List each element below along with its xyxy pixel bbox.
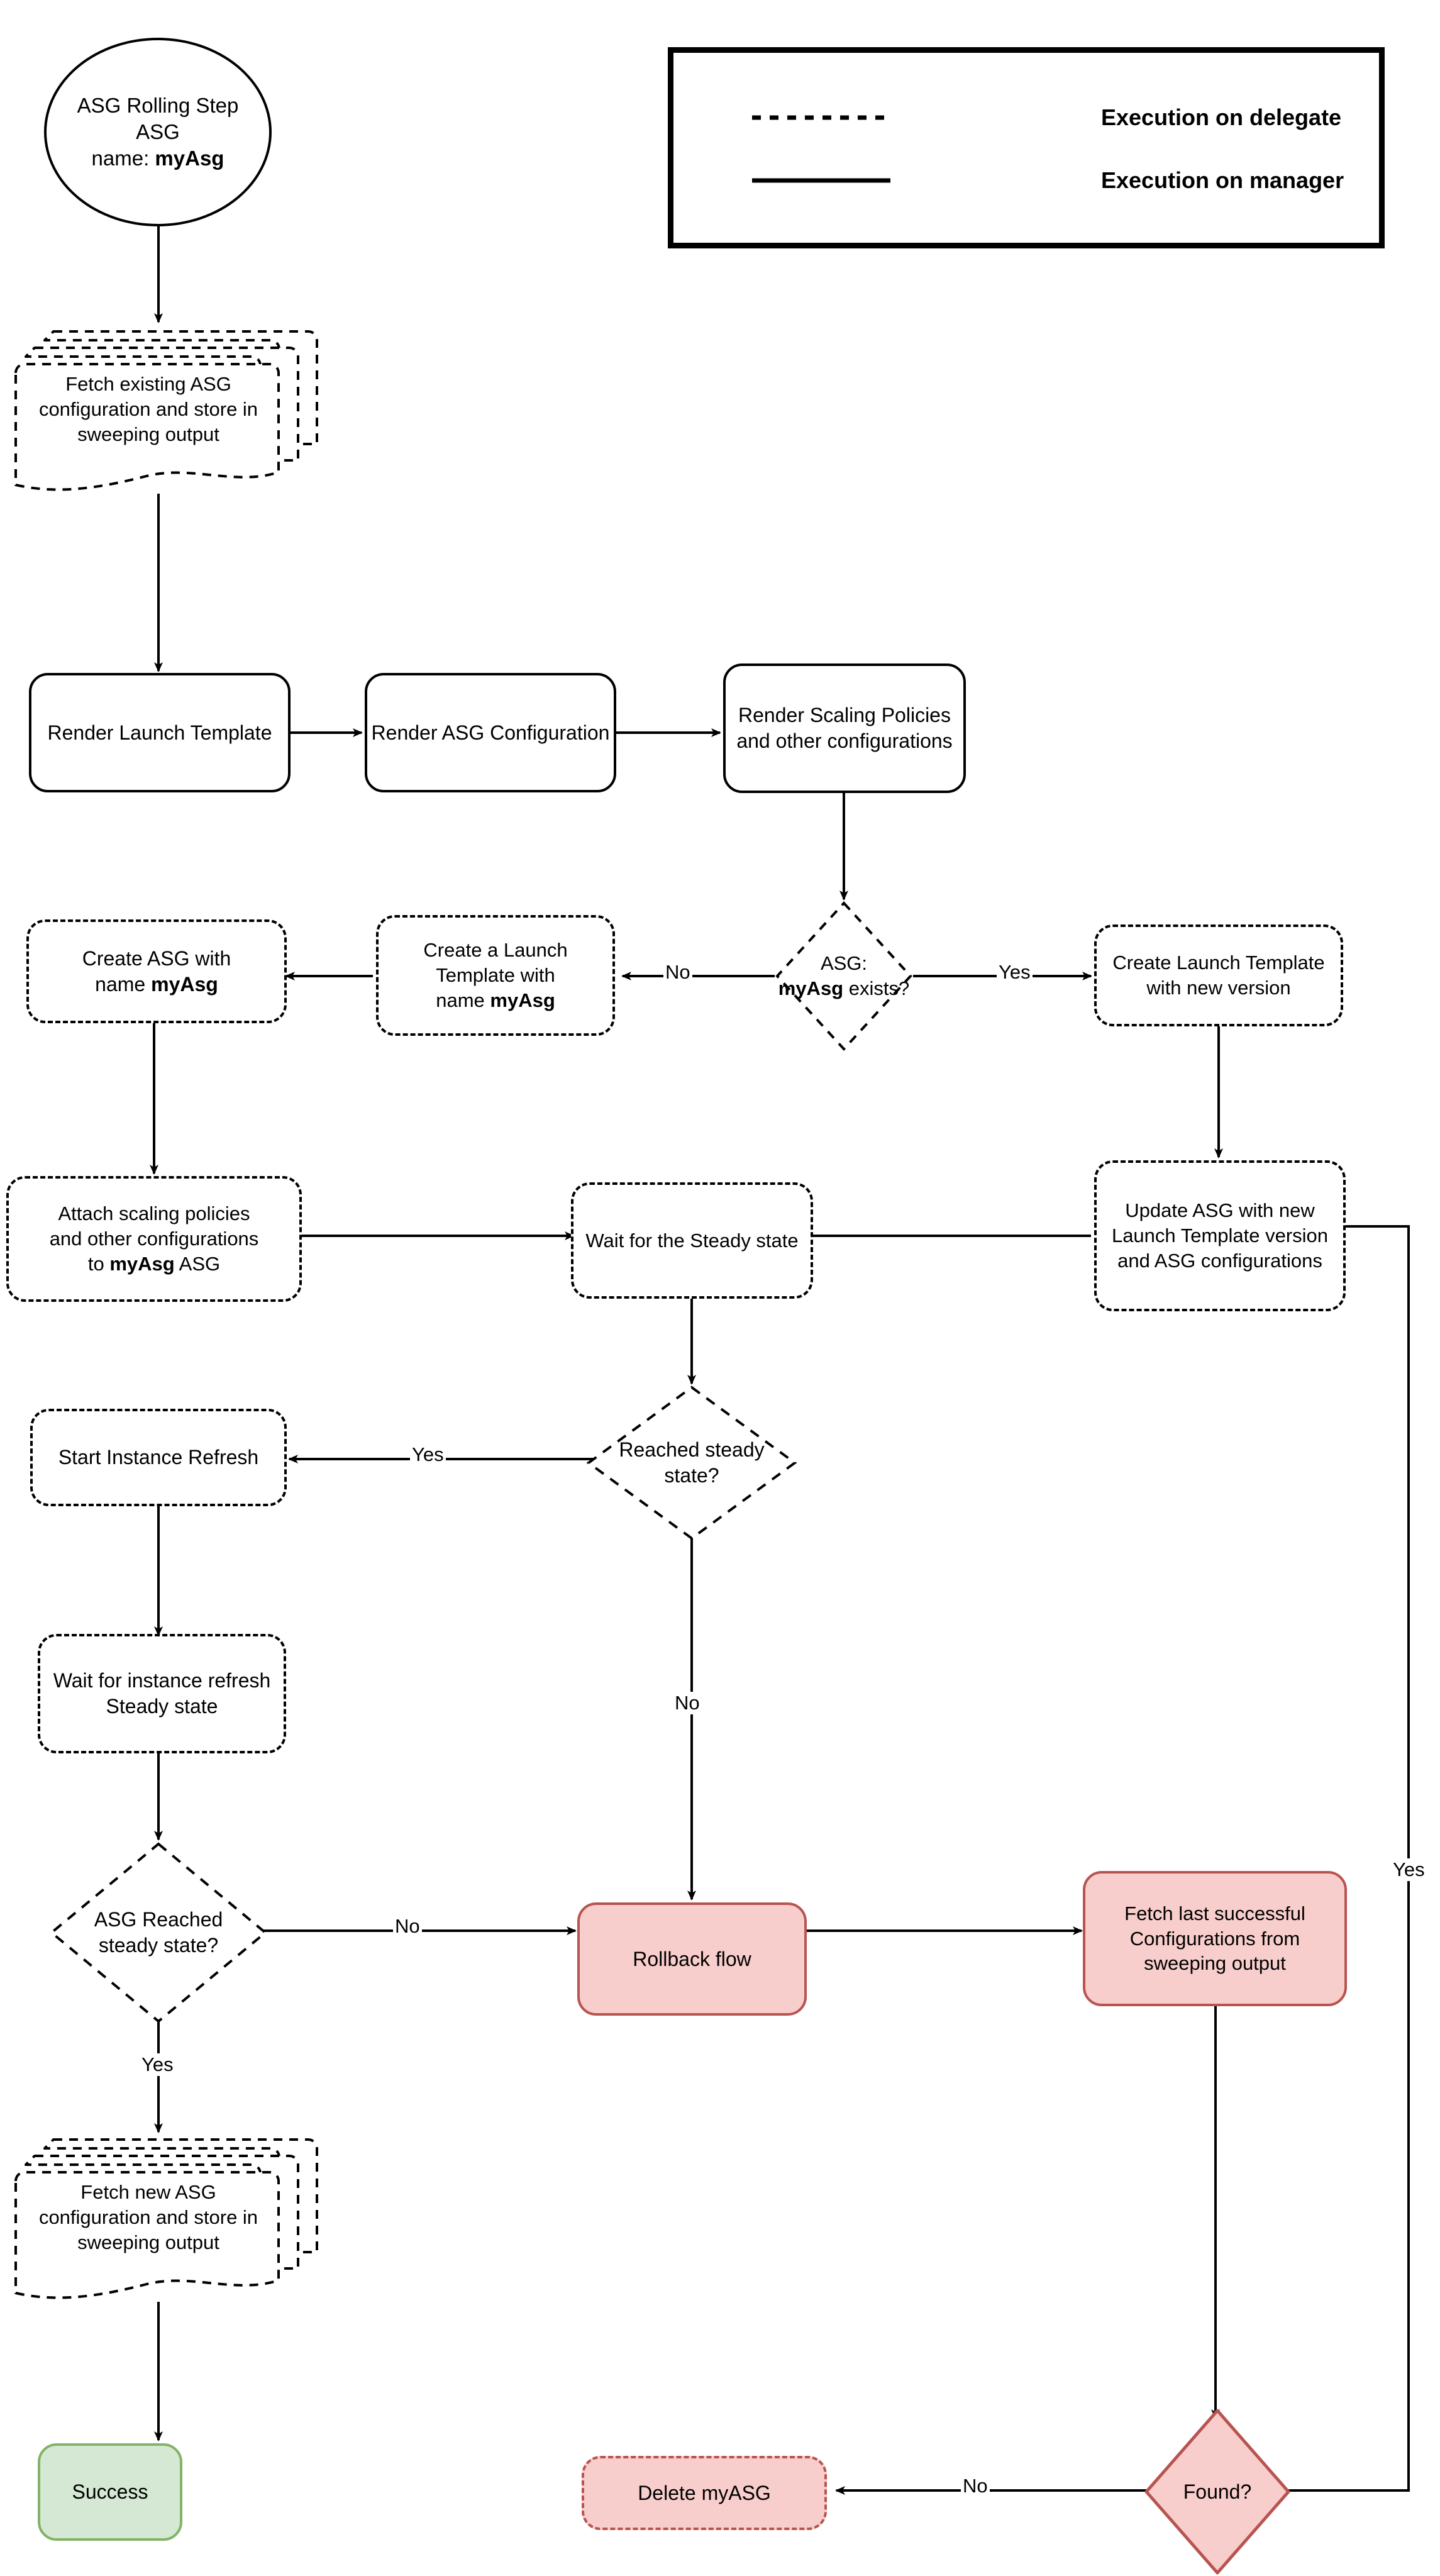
diamond-shape <box>586 1385 797 1540</box>
asg-exists-l2-bold: myAsg <box>778 977 844 999</box>
node-wait-steady-state-label: Wait for the Steady state <box>585 1229 799 1252</box>
node-create-launch-template-new-version[interactable]: Create Launch Template with new version <box>1094 924 1343 1026</box>
node-start[interactable]: ASG Rolling Step ASG name: myAsg <box>44 38 272 226</box>
attach-l3-suffix: ASG <box>174 1252 221 1275</box>
node-create-launch-template-new-version-label: Create Launch Template with new version <box>1112 952 1325 999</box>
node-create-launch-template[interactable]: Create a Launch Template with name myAsg <box>376 915 615 1036</box>
node-create-launch-template-label: Create a Launch Template with name myAsg <box>379 938 612 1013</box>
node-create-asg[interactable]: Create ASG with name myAsg <box>26 919 287 1023</box>
node-reached-steady-decision-label: Reached steady state? <box>619 1438 765 1487</box>
attach-l2: and other configurations <box>49 1228 259 1250</box>
multi-document-shape <box>14 2138 318 2299</box>
node-rollback-flow[interactable]: Rollback flow <box>577 1902 807 2016</box>
node-render-scaling-policies[interactable]: Render Scaling Policies and other config… <box>723 663 966 793</box>
edge-label-reached-steady-no: No <box>673 1692 702 1714</box>
node-delete-myasg[interactable]: Delete myASG <box>582 2456 827 2530</box>
create-asg-l2-prefix: name <box>95 972 152 996</box>
node-wait-instance-refresh[interactable]: Wait for instance refresh Steady state <box>38 1634 286 1753</box>
node-success[interactable]: Success <box>38 2443 182 2541</box>
node-asg-exists-decision-label: ASG: myAsg exists? <box>775 901 913 1052</box>
node-asg-reached-steady-decision-label: ASG Reached steady state? <box>94 1908 223 1957</box>
node-fetch-new-asg[interactable]: Fetch new ASG configuration and store in… <box>6 2132 327 2305</box>
edge-label-asg-exists-no: No <box>663 961 692 984</box>
node-fetch-new-asg-label: Fetch new ASG configuration and store in… <box>38 2180 258 2254</box>
diamond-shape <box>1144 2409 1290 2575</box>
start-line3-prefix: name: <box>91 147 155 170</box>
multi-document-shape <box>14 330 318 491</box>
node-asg-reached-steady-decision[interactable]: ASG Reached steady state? <box>49 1841 268 2024</box>
node-found-decision[interactable]: Found? <box>1143 2407 1292 2576</box>
create-lt-l3-prefix: name <box>436 989 490 1011</box>
node-update-asg-label: Update ASG with new Launch Template vers… <box>1111 1199 1329 1272</box>
edge-label-found-no: No <box>961 2475 990 2497</box>
node-found-decision-label: Found? <box>1183 2480 1252 2503</box>
create-lt-l1: Create a Launch <box>423 939 568 962</box>
legend-row-manager: Execution on manager <box>749 166 1346 195</box>
start-line3-bold: myAsg <box>155 147 224 170</box>
legend-row-delegate: Execution on delegate <box>749 103 1346 132</box>
node-fetch-existing-label: Fetch existing ASG configuration and sto… <box>38 372 258 446</box>
node-rollback-flow-label: Rollback flow <box>633 1947 751 1970</box>
node-fetch-last-successful-label: Fetch last successful Configurations fro… <box>1124 1902 1305 1975</box>
node-render-launch-template-label: Render Launch Template <box>47 721 272 744</box>
node-attach-scaling-policies[interactable]: Attach scaling policies and other config… <box>6 1176 302 1302</box>
node-reached-steady-decision[interactable]: Reached steady state? <box>586 1385 797 1541</box>
legend-box: Execution on delegate Execution on manag… <box>668 47 1385 248</box>
create-lt-l3-bold: myAsg <box>490 989 555 1011</box>
attach-l1: Attach scaling policies <box>58 1202 250 1225</box>
start-line2: ASG <box>136 119 180 143</box>
node-create-asg-label: Create ASG with name myAsg <box>29 946 284 997</box>
create-asg-l2-bold: myAsg <box>151 972 218 996</box>
node-render-launch-template[interactable]: Render Launch Template <box>29 673 291 792</box>
node-asg-exists-decision[interactable]: ASG: myAsg exists? <box>775 901 913 1052</box>
legend-label-manager: Execution on manager <box>1101 167 1344 193</box>
edge-label-asg-exists-yes: Yes <box>997 961 1033 984</box>
node-start-instance-refresh[interactable]: Start Instance Refresh <box>30 1409 287 1506</box>
edge-label-found-yes: Yes <box>1391 1858 1427 1881</box>
legend-label-delegate: Execution on delegate <box>1101 104 1342 130</box>
dashed-line-sample <box>752 115 890 120</box>
edge-found-yes <box>1283 1222 1410 2492</box>
node-fetch-last-successful[interactable]: Fetch last successful Configurations fro… <box>1083 1871 1347 2006</box>
asg-exists-l1: ASG: <box>820 952 868 975</box>
attach-l3-bold: myAsg <box>109 1252 175 1275</box>
node-update-asg[interactable]: Update ASG with new Launch Template vers… <box>1094 1160 1346 1311</box>
node-wait-instance-refresh-label: Wait for instance refresh Steady state <box>53 1669 271 1718</box>
attach-l3-prefix: to <box>87 1252 110 1275</box>
node-success-label: Success <box>72 2480 148 2504</box>
node-fetch-existing[interactable]: Fetch existing ASG configuration and sto… <box>6 324 327 497</box>
create-asg-l1: Create ASG with <box>82 947 231 970</box>
asg-exists-l2-rest: exists? <box>843 977 910 999</box>
node-start-instance-refresh-label: Start Instance Refresh <box>58 1446 259 1469</box>
start-line1: ASG Rolling Step <box>77 93 239 117</box>
node-render-asg-config-label: Render ASG Configuration <box>371 721 610 744</box>
node-attach-scaling-policies-label: Attach scaling policies and other config… <box>9 1201 299 1276</box>
create-lt-l2: Template with <box>436 964 555 987</box>
node-render-scaling-policies-label: Render Scaling Policies and other config… <box>736 704 953 752</box>
solid-line-sample <box>752 178 890 183</box>
edge-label-asg-reached-no: No <box>393 1915 422 1938</box>
node-render-asg-config[interactable]: Render ASG Configuration <box>365 673 616 792</box>
node-start-label: ASG Rolling Step ASG name: myAsg <box>47 92 269 172</box>
node-delete-myasg-label: Delete myASG <box>638 2481 771 2504</box>
edge-label-reached-steady-yes: Yes <box>410 1443 446 1466</box>
diamond-shape <box>775 901 912 1051</box>
node-wait-steady-state[interactable]: Wait for the Steady state <box>571 1182 813 1299</box>
diamond-shape <box>49 1842 268 2023</box>
edge-label-asg-reached-yes: Yes <box>140 2053 175 2076</box>
